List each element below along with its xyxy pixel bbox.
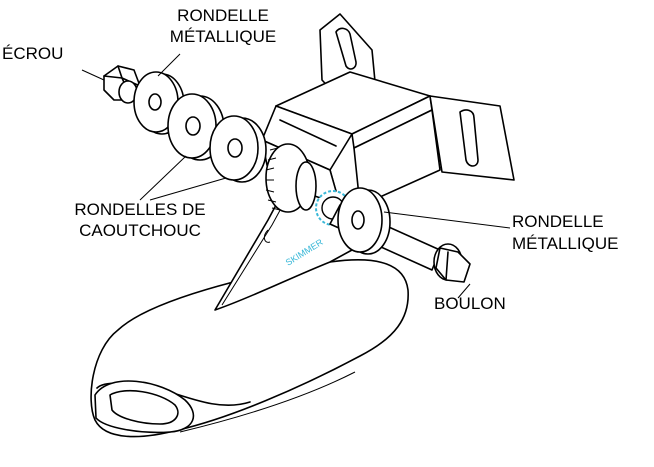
metal-washer-top-label-line1: RONDELLE xyxy=(177,6,269,25)
metal-washer-right-label-line2: MÉTALLIQUE xyxy=(512,234,619,253)
transducer-body xyxy=(90,259,409,438)
nut-label: ÉCROU xyxy=(2,44,64,63)
metal-washer-top-label-line2: MÉTALLIQUE xyxy=(169,27,277,46)
rubber-washers-label-line2: CAOUTCHOUC xyxy=(79,221,201,240)
rubber-washers-label-line1: RONDELLES DE xyxy=(74,200,206,219)
right-metal-washer xyxy=(337,187,391,255)
leader-lines xyxy=(81,53,511,299)
bolt-label: BOULON xyxy=(434,294,506,313)
metal-washer-right-label-line1: RONDELLE xyxy=(512,212,604,231)
mounting-bracket xyxy=(261,13,515,207)
rubber-washer-2 xyxy=(209,115,267,183)
nut xyxy=(103,65,141,104)
ratchet-gear xyxy=(265,143,317,213)
